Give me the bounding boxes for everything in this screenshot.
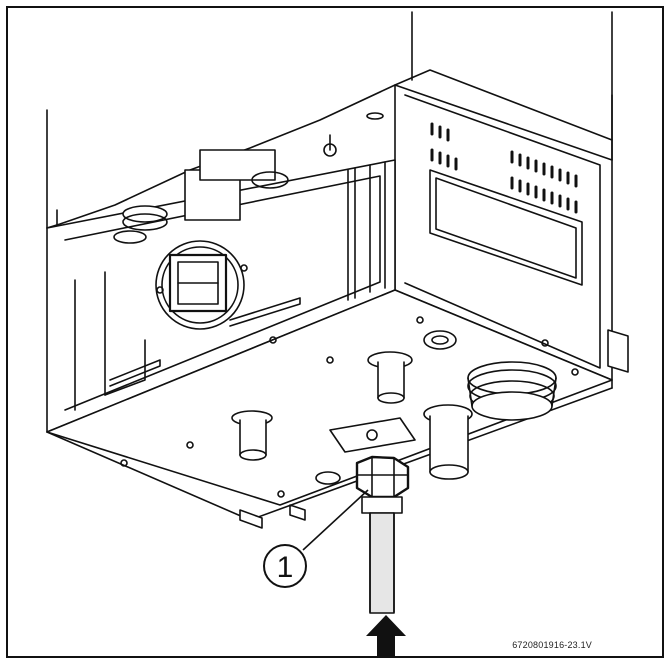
fitting-center — [367, 351, 413, 404]
vent-slots — [430, 122, 578, 214]
figure-code: 6720801916-23.1V — [512, 640, 592, 650]
fitting-right — [423, 404, 473, 480]
callout-circle-icon — [263, 544, 307, 588]
flue-collar — [467, 361, 557, 421]
flow-direction-arrow-icon — [366, 615, 406, 658]
gas-connection — [329, 417, 416, 514]
boiler-unit — [46, 11, 629, 614]
callout-leader — [302, 489, 369, 551]
gas-supply-pipe — [369, 512, 395, 614]
fitting-left — [231, 410, 273, 461]
callout-number: 1 — [277, 551, 294, 584]
